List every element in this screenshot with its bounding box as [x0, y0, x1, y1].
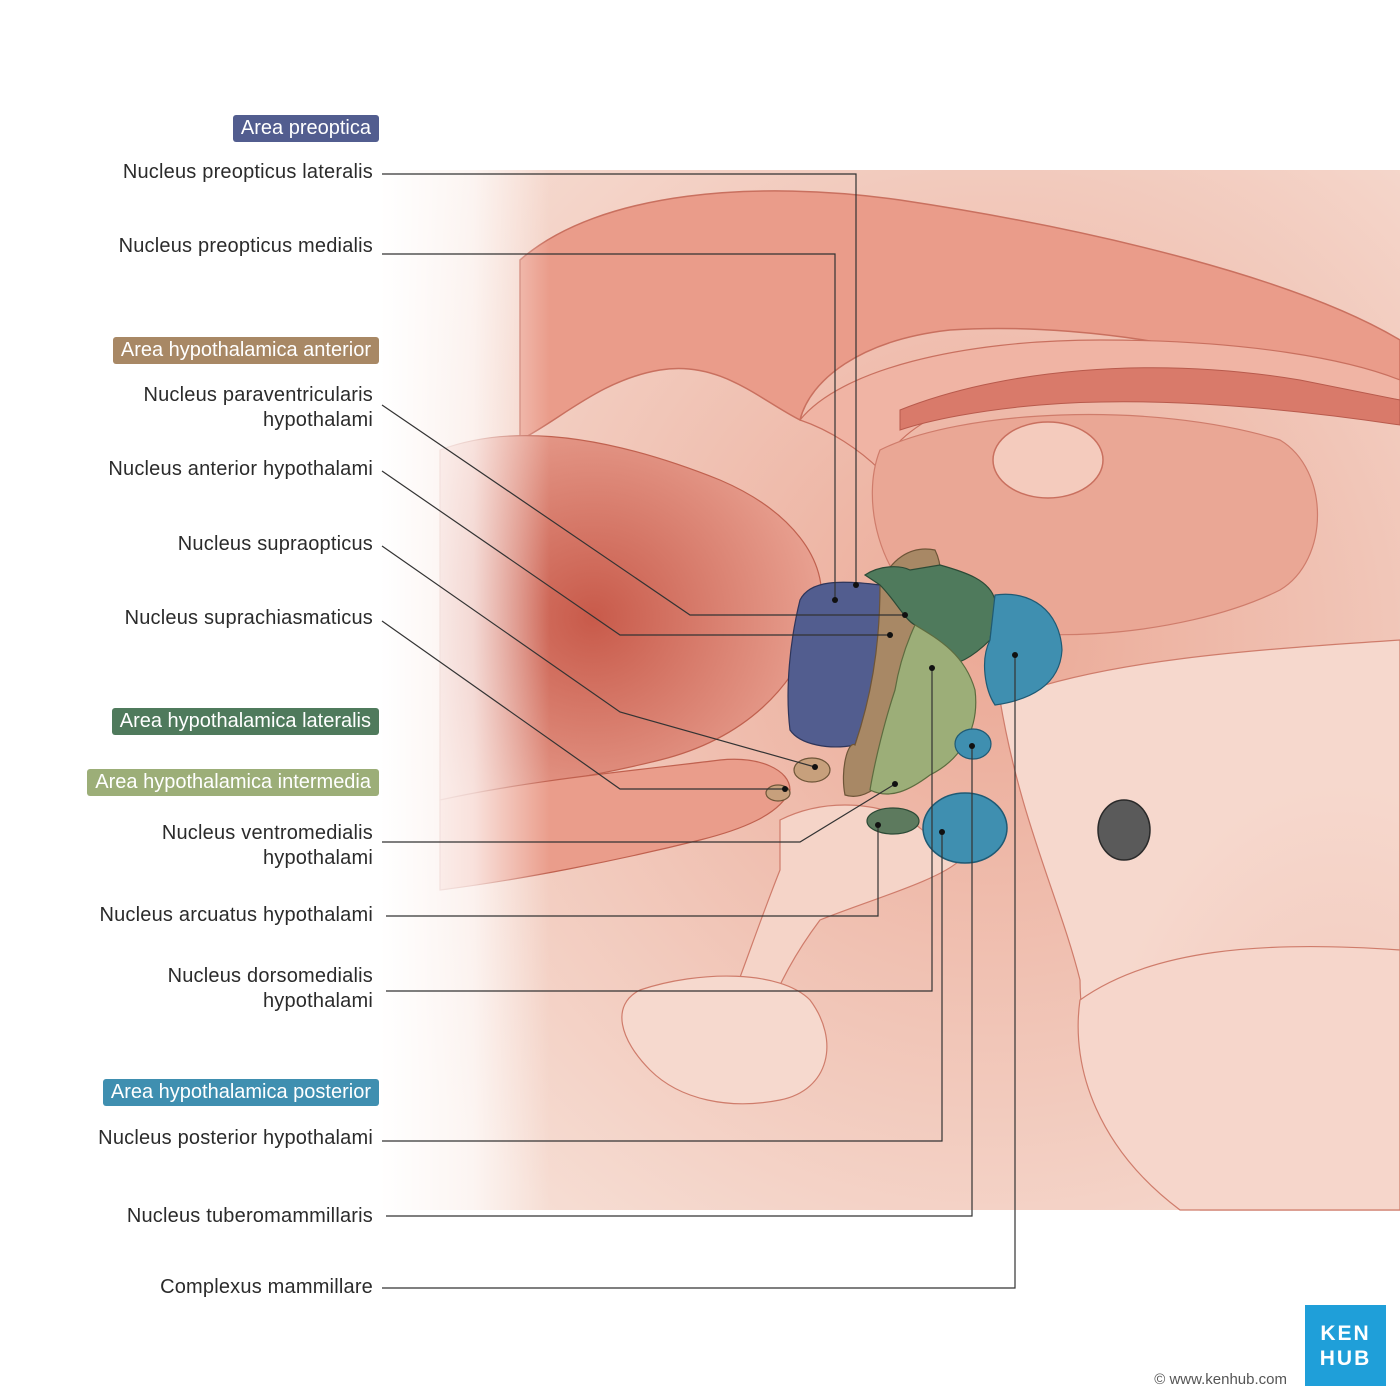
label-preopticus-medialis: Nucleus preopticus medialis	[118, 235, 373, 257]
label-anterior-hypothalami: Nucleus anterior hypothalami	[108, 458, 373, 480]
leader-dorsomedialis	[386, 668, 933, 992]
label-paraventricularis-line2: hypothalami	[262, 409, 373, 431]
label-suprachiasmaticus: Nucleus suprachiasmaticus	[124, 607, 373, 629]
leader-paraventricularis	[381, 404, 905, 616]
leader-supraopticus	[381, 545, 816, 768]
choroid-plexus	[899, 367, 1400, 431]
label-dorsomedialis-line2: hypothalami	[262, 990, 373, 1012]
badge-area-hypothalamica-posterior: Area hypothalamica posterior	[102, 1079, 379, 1106]
leader-posterior-hypothalami	[382, 832, 943, 1142]
nucleus-ventromedialis-shape	[866, 807, 920, 835]
cerebral-aqueduct	[1097, 799, 1151, 861]
nucleus-intermedia-region	[869, 624, 977, 795]
pons	[1077, 945, 1400, 1211]
label-dorsomedialis: Nucleus dorsomedialis hypothalami	[168, 964, 373, 1014]
leader-preopticus-medialis	[382, 253, 836, 600]
label-dorsomedialis-line1: Nucleus dorsomedialis	[167, 965, 373, 987]
copyright-text: © www.kenhub.com	[1154, 1371, 1287, 1388]
left-fade	[380, 150, 550, 1230]
kenhub-logo-line1: KEN	[1320, 1321, 1371, 1345]
leader-mammillare	[382, 655, 1016, 1289]
label-supraopticus: Nucleus supraopticus	[177, 533, 373, 555]
label-paraventricularis: Nucleus paraventricularis hypothalami	[143, 383, 373, 433]
nucleus-posterior-region	[984, 593, 1063, 706]
leader-endpoints	[782, 582, 1018, 835]
label-arcuatus: Nucleus arcuatus hypothalami	[99, 904, 373, 926]
leader-arcuatus	[386, 825, 879, 917]
kenhub-logo-line2: HUB	[1319, 1346, 1372, 1370]
badge-area-hypothalamica-anterior: Area hypothalamica anterior	[112, 337, 379, 364]
nucleus-supraopticus-shape	[793, 757, 831, 783]
leader-preopticus-lateralis	[382, 173, 857, 585]
label-mammillare: Complexus mammillare	[160, 1276, 373, 1298]
leader-ventromedialis	[382, 783, 896, 843]
label-tuberomammillaris: Nucleus tuberomammillaris	[126, 1205, 373, 1227]
label-ventromedialis: Nucleus ventromedialis hypothalami	[162, 821, 373, 871]
label-ventromedialis-line1: Nucleus ventromedialis	[161, 822, 373, 844]
label-ventromedialis-line2: hypothalami	[262, 847, 373, 869]
badge-area-hypothalamica-intermedia: Area hypothalamica intermedia	[87, 769, 379, 796]
label-posterior-hypothalami: Nucleus posterior hypothalami	[98, 1127, 373, 1149]
mammillary-body-shape	[922, 792, 1008, 864]
leader-tuberomammillaris	[386, 746, 973, 1217]
leader-anterior-hypothalami	[381, 470, 890, 636]
leader-lines	[381, 173, 1016, 1289]
label-preopticus-lateralis: Nucleus preopticus lateralis	[122, 161, 373, 183]
leader-suprachiasmaticus	[381, 620, 785, 790]
kenhub-logo: KEN HUB	[1305, 1305, 1386, 1386]
interthalamic-adhesion	[992, 421, 1104, 499]
badge-area-hypothalamica-lateralis: Area hypothalamica lateralis	[111, 708, 379, 735]
pituitary-gland	[621, 975, 828, 1105]
label-paraventricularis-line1: Nucleus paraventricularis	[143, 384, 373, 406]
badge-area-preoptica: Area preoptica	[232, 115, 379, 142]
